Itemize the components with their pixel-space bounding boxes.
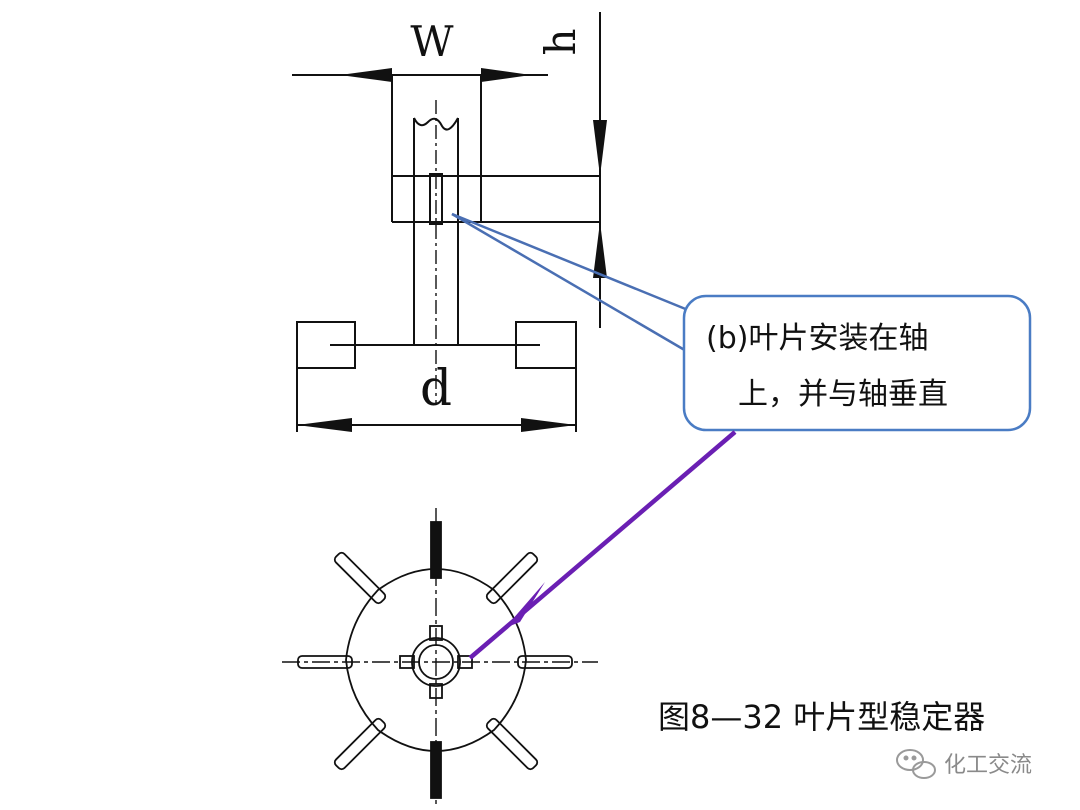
- blade-slot: [429, 173, 443, 225]
- d-arrow-right: [521, 418, 576, 432]
- outer-boundary: [345, 568, 527, 752]
- blade-bottom: [430, 741, 442, 799]
- w-label: W: [410, 17, 454, 66]
- blade-bottom-right: [485, 717, 539, 771]
- wechat-icon: [896, 749, 936, 779]
- callout: (b)叶片安装在轴 上，并与轴垂直: [451, 212, 1032, 432]
- hub-inner: [418, 644, 454, 680]
- hub-key-bottom: [429, 683, 443, 699]
- blade-top: [430, 521, 442, 579]
- side-view: [292, 12, 607, 432]
- d-label: d: [420, 359, 452, 417]
- pointer-arrowhead: [505, 582, 545, 628]
- h-arrow-top: [593, 120, 607, 176]
- callout-text-line1: (b)叶片安装在轴: [706, 321, 928, 356]
- callout-box: [682, 294, 1032, 432]
- callout-leader-upper: [451, 212, 689, 312]
- figure-caption: 图8—32 叶片型稳定器: [658, 698, 985, 736]
- w-arrow-right: [481, 68, 531, 82]
- blade-bottom-left: [333, 717, 387, 771]
- hub-key-right: [457, 655, 473, 669]
- top-view: [282, 508, 598, 805]
- blade-top-right: [485, 551, 539, 605]
- h-arrow-bottom: [593, 222, 607, 278]
- h-label: h: [536, 28, 585, 55]
- blade-left: [297, 655, 353, 669]
- d-arrow-left: [297, 418, 352, 432]
- blade-right: [517, 655, 573, 669]
- watermark-text: 化工交流: [944, 753, 1032, 778]
- callout-leader-lower: [451, 212, 689, 354]
- blade-top-left: [333, 551, 387, 605]
- hub-outer: [411, 637, 461, 687]
- callout-pointer: [468, 430, 737, 660]
- w-arrow-left: [340, 68, 392, 82]
- watermark: 化工交流: [896, 749, 1032, 779]
- hub-key-top: [429, 625, 443, 641]
- callout-text-line2: 上，并与轴垂直: [738, 377, 948, 412]
- hub-key-left: [399, 655, 415, 669]
